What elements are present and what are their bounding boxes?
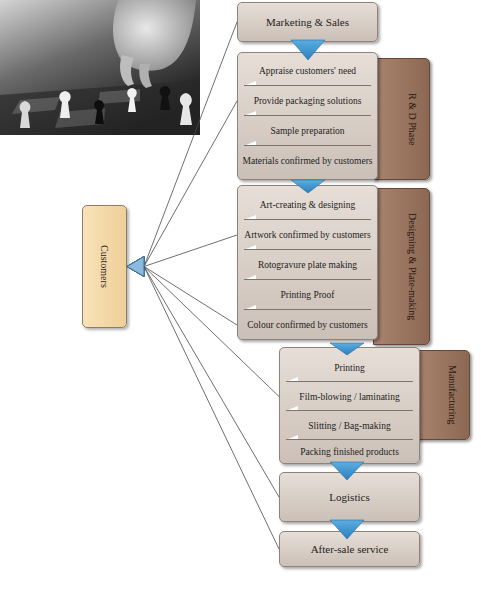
- connector-line: [144, 22, 237, 267]
- chess-piece: [160, 86, 171, 110]
- step-item: Rotogravure plate making: [237, 250, 378, 280]
- finger: [120, 55, 134, 86]
- chess-piece: [20, 101, 31, 128]
- phase-heading: Designing & Plate-making: [407, 213, 418, 320]
- chess-piece: [127, 88, 137, 112]
- phase-band: Manufacturing: [415, 350, 470, 440]
- node-label: Marketing & Sales: [266, 16, 349, 28]
- phase-band: Designing & Plate-making: [373, 188, 430, 345]
- step-item: Provide packaging solutions: [237, 86, 378, 116]
- flow-arrow: [330, 520, 364, 539]
- chess-piece: [180, 93, 192, 125]
- node-label: Customers: [99, 245, 110, 288]
- finger: [139, 64, 152, 88]
- step-item: Slitting / Bag-making: [279, 411, 420, 440]
- flow-arrow: [291, 40, 325, 60]
- node-label: Provide packaging solutions: [254, 96, 362, 106]
- connector-line: [144, 235, 237, 267]
- node-label: Logistics: [329, 491, 369, 503]
- step-item: Colour confirmed by customers: [237, 310, 378, 340]
- node-label: Art-creating & designing: [260, 200, 356, 210]
- process-box: Marketing & Sales: [237, 2, 378, 42]
- step-item: Printing: [279, 353, 420, 382]
- phase-group: R & D Phase Appraise customers' needProvi…: [237, 52, 430, 182]
- process-box: Logistics: [279, 472, 420, 522]
- chess-piece: [94, 100, 104, 124]
- node-label: After-sale service: [311, 543, 389, 555]
- step-item: Art-creating & designing: [237, 190, 378, 220]
- flow-arrow: [330, 343, 364, 355]
- node-label: Film-blowing / laminating: [299, 392, 399, 402]
- customers-box: Customers: [82, 205, 127, 328]
- node-label: Artwork confirmed by customers: [244, 230, 370, 240]
- phase-heading: Manufacturing: [447, 365, 458, 424]
- connector-line: [144, 267, 279, 550]
- step-item: Artwork confirmed by customers: [237, 220, 378, 250]
- node-label: Materials confirmed by customers: [242, 156, 372, 166]
- node-label: Packing finished products: [300, 447, 399, 457]
- step-item: Printing Proof: [237, 280, 378, 310]
- process-box: After-sale service: [279, 531, 420, 567]
- node-label: Appraise customers' need: [259, 66, 356, 76]
- phase-group: Designing & Plate-making Art-creating & d…: [237, 185, 430, 345]
- step-item: Film-blowing / laminating: [279, 382, 420, 411]
- photo-background: [0, 0, 200, 135]
- phase-group: Manufacturing PrintingFilm-blowing / lami…: [279, 347, 470, 464]
- phase-band: R & D Phase: [373, 58, 430, 180]
- step-item: Sample preparation: [237, 116, 378, 146]
- chess-photo: [0, 0, 200, 135]
- chess-board: [0, 80, 200, 135]
- step-item: Materials confirmed by customers: [237, 146, 378, 176]
- connector-line: [144, 101, 237, 267]
- flow-arrow: [291, 180, 325, 193]
- node-label: Printing Proof: [280, 290, 334, 300]
- flow-arrow: [330, 462, 364, 480]
- step-item: Packing finished products: [279, 440, 420, 464]
- board-square: [12, 97, 60, 114]
- connector-line: [144, 267, 279, 397]
- node-label: Colour confirmed by customers: [247, 320, 368, 330]
- step-item: Appraise customers' need: [237, 56, 378, 86]
- chess-piece: [59, 91, 70, 118]
- connector-line: [144, 267, 279, 498]
- node-label: Printing: [334, 363, 365, 373]
- node-label: Sample preparation: [270, 126, 344, 136]
- node-label: Slitting / Bag-making: [308, 421, 390, 431]
- node-label: Rotogravure plate making: [258, 260, 357, 270]
- connector-line: [144, 267, 237, 326]
- phase-heading: R & D Phase: [407, 93, 418, 146]
